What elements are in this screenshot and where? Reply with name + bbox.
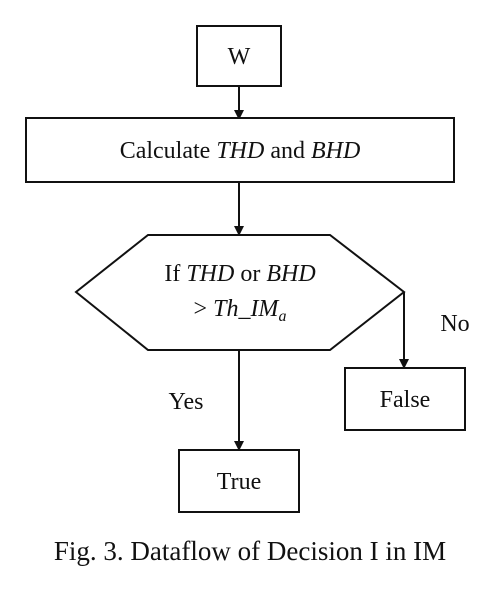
figure-caption: Fig. 3. Dataflow of Decision I in IM [53, 536, 447, 566]
decision-joiner: or [234, 261, 266, 287]
start-node-label: W [228, 44, 251, 70]
true-node-label: True [217, 469, 261, 495]
decision-comparator: > [194, 296, 214, 322]
calculate-joiner: and [264, 138, 311, 164]
decision-term-bhd: BHD [266, 261, 315, 287]
false-node-box [344, 367, 466, 431]
edge-yes-label: Yes [169, 389, 204, 415]
calculate-term-thd: THD [216, 138, 264, 164]
decision-line2: > Th_IMa [194, 296, 287, 325]
calculate-prefix: Calculate [120, 138, 217, 164]
calculate-node-label: Calculate THD and BHD [120, 138, 361, 164]
false-node-label: False [380, 387, 431, 413]
decision-threshold-subscript: a [278, 308, 286, 325]
decision-line1: If THD or BHD [164, 261, 315, 287]
edge-no-label: No [440, 311, 469, 337]
true-node-box [178, 449, 300, 513]
decision-term-thd: THD [186, 261, 234, 287]
decision-threshold: Th_IM [213, 296, 280, 322]
calculate-node-box [25, 117, 455, 183]
calculate-term-bhd: BHD [311, 138, 360, 164]
decision-node-shape [74, 234, 406, 351]
start-node-box [196, 25, 282, 87]
decision-prefix: If [164, 261, 186, 287]
